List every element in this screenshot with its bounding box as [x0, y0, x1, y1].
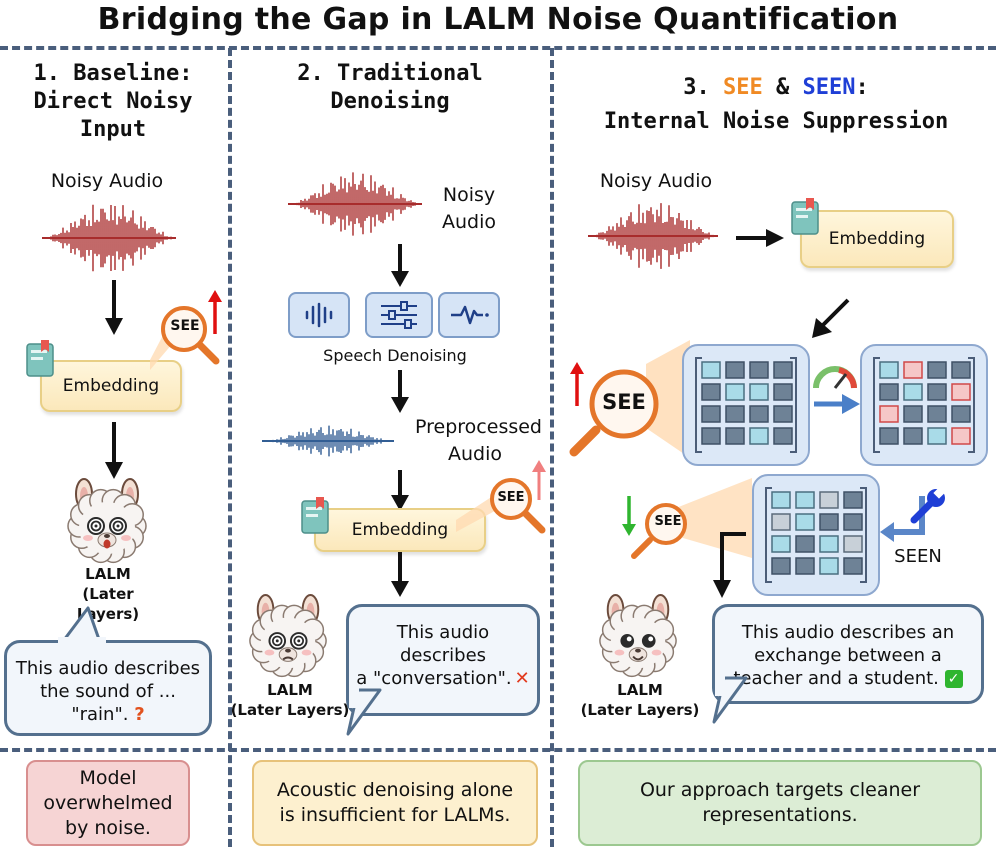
figure-title: Bridging the Gap in LALM Noise Quantific… — [97, 2, 899, 37]
col3-matrix-noisy — [695, 357, 797, 453]
col2-waveform-tool-icon — [288, 292, 350, 338]
checkmark-icon: ✓ — [944, 670, 963, 688]
col3-matrix-card-clean — [752, 474, 880, 596]
col3-speech-bubble: This audio describes an exchange between… — [712, 604, 984, 704]
col1-see-tag: SEE — [170, 318, 200, 334]
col2-preprocessed-label: Preprocessed Audio — [415, 416, 542, 465]
col2-see-magnifier-icon — [490, 478, 546, 534]
question-mark-icon: ? — [134, 704, 145, 725]
col2-preprocessed-waveform — [262, 425, 394, 457]
col3-arrow-elbow-down — [713, 532, 746, 598]
column-divider-1 — [228, 48, 232, 847]
column-divider-2 — [550, 48, 554, 847]
col3-arrow-right-blue — [814, 394, 860, 414]
col2-see-tag: SEE — [497, 490, 525, 505]
col3-arrow-diagonal — [812, 298, 850, 338]
col2-speech-bubble: This audio describes a "conversation".✕ — [346, 604, 540, 716]
col2-noisy-waveform — [288, 172, 422, 236]
bottom-divider — [0, 748, 996, 752]
col3-conclusion-box: Our approach targets cleaner representat… — [578, 760, 982, 846]
col1-embedding-book-icon — [26, 340, 54, 377]
col3-see-spotlight — [646, 340, 690, 458]
col1-heading: 1. Baseline: Direct Noisy Input — [33, 61, 193, 142]
col1-arrow-down-1 — [105, 280, 123, 335]
col3-matrix-flagged — [873, 357, 975, 453]
col1-embedding-box: Embedding — [40, 360, 182, 412]
col3-wrench-icon — [910, 487, 945, 524]
col3-see-big-tag: SEE — [602, 390, 646, 414]
col2-heading: 2. Traditional Denoising — [297, 61, 483, 114]
col2-equalizer-tool-icon — [365, 292, 433, 338]
col3-embedding-book-icon — [791, 198, 819, 235]
col3-audio-label: Noisy Audio — [599, 170, 713, 192]
heading-see: SEE — [723, 75, 763, 100]
col2-arrow-down-3 — [391, 470, 409, 511]
col1-embedding-label: Embedding — [62, 376, 160, 396]
col2-bubble-tail-cover — [349, 686, 359, 708]
col3-lalm-label: LALM (Later Layers) — [580, 681, 700, 719]
col3-embedding-label: Embedding — [828, 229, 926, 249]
col3-heading: 3. SEE & SEEN: Internal Noise Suppressio… — [603, 75, 949, 134]
col2-denoise-label: Speech Denoising — [323, 346, 467, 365]
col3-matrix-card-flagged — [860, 344, 988, 466]
col3-llama-happy-icon — [599, 594, 677, 678]
cross-mark-icon: ✕ — [514, 668, 530, 689]
col1-arrow-down-2 — [105, 422, 123, 479]
col3-see-small-tag: SEE — [654, 514, 682, 529]
col3-see-magnifier-small-icon — [631, 503, 687, 559]
col2-pulse-tool-icon — [438, 292, 500, 338]
col3-seen-label: SEEN — [894, 546, 942, 567]
col1-bubble-tail-cover — [58, 637, 106, 644]
top-divider — [0, 46, 996, 50]
col1-speech-bubble: This audio describes the sound of ... "r… — [4, 640, 212, 736]
col2-audio-label: Noisy Audio — [441, 184, 496, 233]
heading-seen: SEEN — [802, 75, 856, 100]
col2-lalm-label: LALM (Later Layers) — [230, 681, 350, 719]
col1-see-magnifier-icon — [161, 306, 220, 365]
col3-see-small-spotlight — [676, 478, 752, 558]
col2-arrow-down-2 — [391, 370, 409, 413]
col3-arrow-right-1 — [736, 229, 784, 247]
col3-matrix-card-noisy — [682, 344, 810, 466]
col1-conclusion-box: Model overwhelmed by noise. — [26, 760, 190, 846]
col1-audio-label: Noisy Audio — [50, 170, 164, 192]
col3-embedding-box: Embedding — [800, 210, 954, 268]
col3-see-magnifier-big-icon — [569, 369, 659, 457]
col2-llama-dizzy-icon — [249, 594, 327, 678]
col1-up-arrow-red — [208, 290, 222, 334]
col2-embedding-book-icon — [301, 497, 329, 534]
col3-down-arrow-green — [622, 496, 636, 536]
col2-embedding-label: Embedding — [351, 520, 449, 540]
col1-llama-shocked-icon — [67, 478, 147, 564]
col1-noisy-waveform — [42, 204, 176, 272]
col3-bubble-tail-cover — [715, 674, 725, 696]
col3-matrix-clean — [765, 487, 867, 583]
col3-up-arrow-red — [570, 362, 584, 406]
col2-up-arrow-pink — [532, 460, 546, 500]
col2-arrow-down-1 — [391, 244, 409, 287]
col3-noisy-waveform — [588, 203, 718, 269]
col2-conclusion-box: Acoustic denoising alone is insufficient… — [252, 760, 538, 846]
col2-arrow-down-4 — [391, 552, 409, 597]
col3-gauge-icon — [813, 366, 857, 389]
